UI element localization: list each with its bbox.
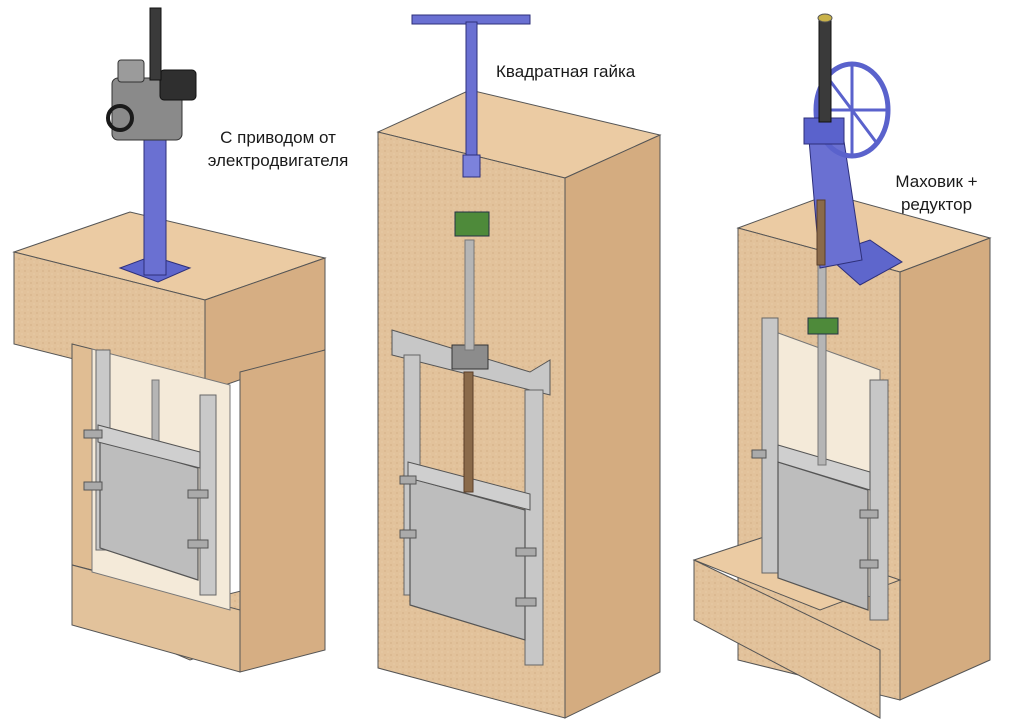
gate-square-nut [376, 14, 662, 719]
drive-column [143, 134, 167, 276]
frame-lug [187, 539, 209, 549]
guide-bracket [454, 211, 490, 237]
drive-stem [818, 17, 832, 123]
gate-crossbar [777, 444, 871, 491]
frame-lug [83, 429, 103, 439]
label-handwheel: Маховик + редуктор [884, 170, 989, 216]
drive-stem [149, 7, 162, 81]
stem-cap [817, 13, 833, 23]
frame-lug [83, 481, 103, 491]
frame-lug [859, 509, 879, 519]
concrete-wall-left [71, 343, 93, 571]
label-motor-drive-line1: С приводом от [220, 128, 336, 147]
concrete-wall-right [239, 349, 326, 673]
frame-lug [515, 547, 537, 557]
stem-brown [463, 371, 474, 493]
frame-lug [399, 475, 417, 485]
wall-side [899, 237, 991, 701]
t-handle-icon [411, 14, 531, 178]
label-motor-drive-line2: электродвигателя [207, 151, 349, 170]
frame-rail-right [869, 379, 889, 621]
frame-rail-left [761, 317, 779, 574]
frame-lug [515, 597, 537, 607]
gate-motor-drive [12, 7, 327, 673]
label-handwheel-line2: редуктор [900, 195, 973, 214]
frame-lug [399, 529, 417, 539]
guide-bracket [807, 317, 839, 335]
electric-actuator-icon [106, 59, 197, 141]
stem-brown [816, 199, 826, 266]
guide-stem [817, 259, 827, 466]
label-square-nut: Квадратная гайка [496, 62, 636, 81]
gate-plate [409, 477, 526, 641]
wall-side [564, 134, 661, 719]
frame-lug [187, 489, 209, 499]
frame-lug [859, 559, 879, 569]
gate-handwheel [692, 13, 992, 719]
handwheel-icon [813, 61, 891, 159]
label-motor-drive: С приводом от электродвигателя [188, 126, 368, 172]
label-handwheel-line1: Маховик + [895, 172, 978, 191]
base-plinth-front [693, 559, 881, 719]
frame-lug [751, 449, 767, 459]
guide-stem [464, 239, 475, 351]
frame-rail-right [524, 389, 544, 666]
